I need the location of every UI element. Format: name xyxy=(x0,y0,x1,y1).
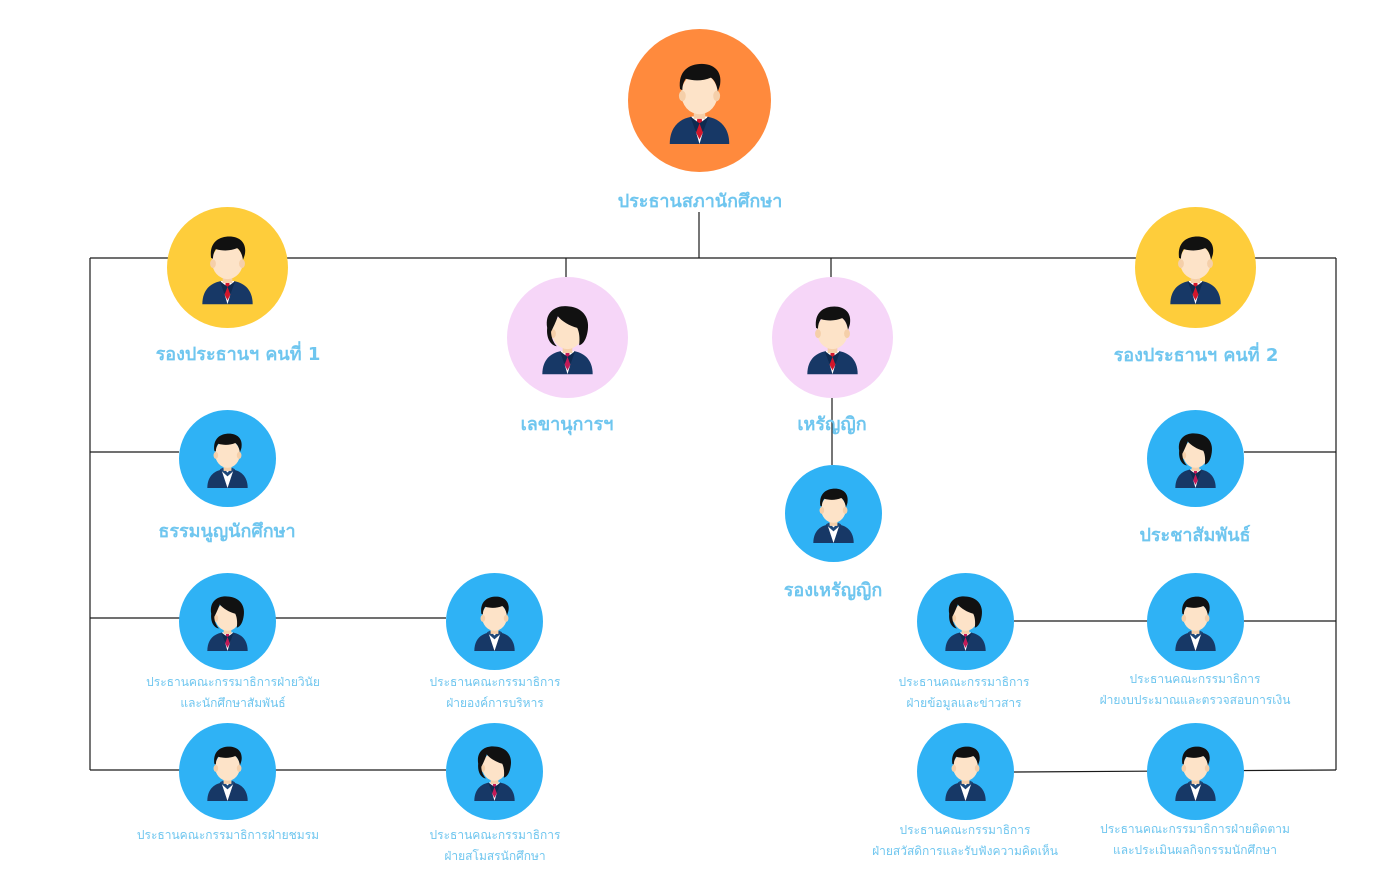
organization-committee-avatar xyxy=(446,573,543,670)
male-person-icon xyxy=(167,207,288,328)
male-person-icon xyxy=(1147,723,1244,820)
welfare-committee-label-line-2: ฝ่ายสวัสดิการและรับฟังความคิดเห็น xyxy=(872,844,1058,858)
female-person-icon xyxy=(1147,410,1244,507)
student-union-committee-label-line-1: ประธานคณะกรรมาธิการ xyxy=(429,828,561,842)
male-person-icon xyxy=(1135,207,1256,328)
male-person-icon xyxy=(628,29,771,172)
vice-president-2-avatar xyxy=(1135,207,1256,328)
discipline-committee-label-line-1: ประธานคณะกรรมาธิการฝ่ายวินัย xyxy=(146,675,320,689)
vice-treasurer-label: รองเหรัญญิก xyxy=(783,580,883,601)
budget-committee-label-line-2: ฝ่ายงบประมาณและตรวจสอบการเงิน xyxy=(1099,693,1291,707)
male-person-icon xyxy=(179,410,276,507)
discipline-committee-label: ประธานคณะกรรมาธิการฝ่ายวินัย และนักศึกษา… xyxy=(113,672,353,714)
information-committee-label-line-1: ประธานคณะกรรมาธิการ xyxy=(898,675,1030,689)
information-committee-avatar xyxy=(917,573,1014,670)
male-person-icon xyxy=(446,573,543,670)
clubs-committee-avatar xyxy=(179,723,276,820)
budget-committee-avatar xyxy=(1147,573,1244,670)
vice-president-1-label: รองประธานฯ คนที่ 1 xyxy=(155,344,321,365)
clubs-committee-label: ประธานคณะกรรมาธิการฝ่ายชมรม xyxy=(108,825,348,846)
constitution-label: ธรรมนูญนักศึกษา xyxy=(158,521,296,542)
monitoring-committee-label-line-2: และประเมินผลกิจกรรมนักศึกษา xyxy=(1112,843,1277,857)
female-person-icon xyxy=(917,573,1014,670)
secretary-avatar xyxy=(507,277,628,398)
discipline-committee-label-line-2: และนักศึกษาสัมพันธ์ xyxy=(180,696,286,710)
female-person-icon xyxy=(507,277,628,398)
discipline-committee-avatar xyxy=(179,573,276,670)
welfare-committee-avatar xyxy=(917,723,1014,820)
clubs-committee-label-line-1: ประธานคณะกรรมาธิการฝ่ายชมรม xyxy=(136,828,320,842)
organization-committee-label-line-1: ประธานคณะกรรมาธิการ xyxy=(429,675,561,689)
female-person-icon xyxy=(446,723,543,820)
public-relations-avatar xyxy=(1147,410,1244,507)
vice-president-2-label: รองประธานฯ คนที่ 2 xyxy=(1113,345,1279,366)
monitoring-committee-label-line-1: ประธานคณะกรรมาธิการฝ่ายติดตาม xyxy=(1100,822,1290,836)
budget-committee-label-line-1: ประธานคณะกรรมาธิการ xyxy=(1129,672,1261,686)
student-union-committee-label-line-2: ฝ่ายสโมสรนักศึกษา xyxy=(444,849,546,863)
male-person-icon xyxy=(179,723,276,820)
budget-committee-label: ประธานคณะกรรมาธิการ ฝ่ายงบประมาณและตรวจส… xyxy=(1070,669,1320,711)
secretary-label: เลขานุการฯ xyxy=(520,414,614,435)
constitution-avatar xyxy=(179,410,276,507)
monitoring-committee-avatar xyxy=(1147,723,1244,820)
male-person-icon xyxy=(1147,573,1244,670)
treasurer-avatar xyxy=(772,277,893,398)
vice-president-1-avatar xyxy=(167,207,288,328)
welfare-committee-label: ประธานคณะกรรมาธิการ ฝ่ายสวัสดิการและรับฟ… xyxy=(845,820,1085,862)
organization-committee-label-line-2: ฝ่ายองค์การบริหาร xyxy=(446,696,544,710)
president-avatar xyxy=(628,29,771,172)
student-union-committee-label: ประธานคณะกรรมาธิการ ฝ่ายสโมสรนักศึกษา xyxy=(385,825,605,867)
student-union-committee-avatar xyxy=(446,723,543,820)
welfare-committee-label-line-1: ประธานคณะกรรมาธิการ xyxy=(899,823,1031,837)
president-label: ประธานสภานักศึกษา xyxy=(617,191,783,212)
organization-committee-label: ประธานคณะกรรมาธิการ ฝ่ายองค์การบริหาร xyxy=(385,672,605,714)
male-person-icon xyxy=(917,723,1014,820)
male-person-icon xyxy=(772,277,893,398)
female-person-icon xyxy=(179,573,276,670)
male-person-icon xyxy=(785,465,882,562)
vice-treasurer-avatar xyxy=(785,465,882,562)
monitoring-committee-label: ประธานคณะกรรมาธิการฝ่ายติดตาม และประเมิน… xyxy=(1070,819,1320,861)
treasurer-label: เหรัญญิก xyxy=(797,414,867,435)
information-committee-label-line-2: ฝ่ายข้อมูลและข่าวสาร xyxy=(906,696,1022,710)
information-committee-label: ประธานคณะกรรมาธิการ ฝ่ายข้อมูลและข่าวสาร xyxy=(854,672,1074,714)
public-relations-label: ประชาสัมพันธ์ xyxy=(1139,525,1251,546)
